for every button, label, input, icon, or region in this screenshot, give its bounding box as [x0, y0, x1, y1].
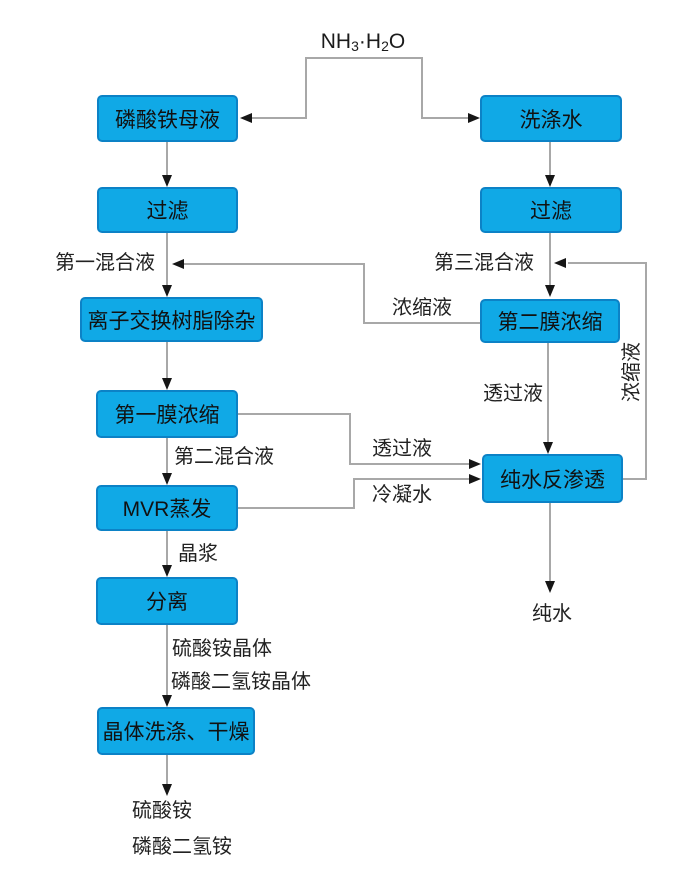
label-monoammonium-phosphate-crystal: 磷酸二氢铵晶体 [171, 671, 311, 693]
arrowhead-down-icon [162, 565, 172, 577]
label-monoammonium-phosphate: 磷酸二氢铵 [132, 836, 232, 858]
label-condensate: 冷凝水 [372, 484, 432, 506]
formula-part: O [388, 30, 406, 53]
label-concentrate-to-third: 浓缩液 [621, 342, 643, 402]
arrowhead-down-icon [162, 175, 172, 187]
flow-line [252, 117, 306, 119]
node-separation: 分离 [96, 577, 238, 625]
node-reverse-osmosis: 纯水反渗透 [482, 454, 623, 503]
arrowhead-left-icon [240, 113, 252, 123]
flow-line [645, 262, 647, 480]
arrowhead-down-icon [545, 175, 555, 187]
arrowhead-right-icon [469, 474, 481, 484]
node-first-membrane: 第一膜浓缩 [96, 390, 238, 438]
flow-line [349, 463, 469, 465]
arrowhead-left-icon [172, 259, 184, 269]
flow-line [349, 413, 351, 465]
label-permeate-to-ro: 透过液 [372, 438, 432, 460]
node-ion-exchange: 离子交换树脂除杂 [80, 297, 263, 342]
flow-line [549, 503, 551, 583]
flow-line [549, 142, 551, 178]
flow-line [568, 262, 647, 264]
node-washing-water: 洗涤水 [480, 95, 622, 142]
node-second-membrane: 第二膜浓缩 [480, 299, 620, 343]
arrowhead-down-icon [162, 285, 172, 297]
arrowhead-down-icon [545, 285, 555, 297]
flow-line [421, 57, 423, 119]
node-mother-liquor: 磷酸铁母液 [97, 95, 238, 142]
flow-line [166, 142, 168, 178]
flow-line [305, 57, 423, 59]
flow-line [238, 507, 355, 509]
flow-line [238, 413, 351, 415]
flow-line [166, 233, 168, 288]
node-mvr-evaporation: MVR蒸发 [96, 485, 238, 531]
arrowhead-down-icon [162, 784, 172, 796]
formula-subscript: 3 [351, 38, 359, 54]
label-crystal-slurry: 晶浆 [178, 543, 218, 565]
flow-line [184, 263, 365, 265]
arrowhead-left-icon [554, 258, 566, 268]
flow-line [166, 625, 168, 698]
flow-line [423, 117, 469, 119]
label-ammonium-sulfate-crystal: 硫酸铵晶体 [172, 638, 272, 660]
arrowhead-down-icon [162, 473, 172, 485]
formula-part: NH [320, 30, 352, 53]
arrowhead-down-icon [162, 378, 172, 390]
label-concentrate-to-first: 浓缩液 [392, 297, 452, 319]
formula-part: ·H [358, 30, 382, 53]
flow-line [363, 322, 480, 324]
flow-line [353, 479, 355, 509]
flow-line [166, 531, 168, 568]
label-third-mixture: 第三混合液 [434, 252, 534, 274]
formula-subscript: 2 [381, 38, 389, 54]
label-ammonium-sulfate: 硫酸铵 [132, 800, 192, 822]
flow-line [547, 343, 549, 445]
arrowhead-right-icon [468, 113, 480, 123]
flow-line [166, 342, 168, 382]
label-pure-water: 纯水 [532, 603, 572, 625]
node-filter-left: 过滤 [97, 187, 238, 233]
label-second-mixture: 第二混合液 [174, 446, 274, 468]
node-filter-right: 过滤 [480, 187, 622, 233]
flow-line [353, 478, 469, 480]
arrowhead-down-icon [545, 581, 555, 593]
flow-line [549, 233, 551, 288]
flow-line [166, 438, 168, 476]
arrowhead-down-icon [543, 442, 553, 454]
label-first-mixture: 第一混合液 [55, 252, 155, 274]
flow-line [363, 263, 365, 324]
label-nh3-h2o: NH3·H2O [300, 30, 426, 54]
flow-line [623, 478, 647, 480]
label-permeate-down: 透过液 [483, 383, 543, 405]
arrowhead-right-icon [469, 459, 481, 469]
arrowhead-down-icon [162, 695, 172, 707]
node-crystal-washing-drying: 晶体洗涤、干燥 [97, 707, 255, 755]
flow-line [305, 57, 307, 119]
flow-line [166, 755, 168, 786]
